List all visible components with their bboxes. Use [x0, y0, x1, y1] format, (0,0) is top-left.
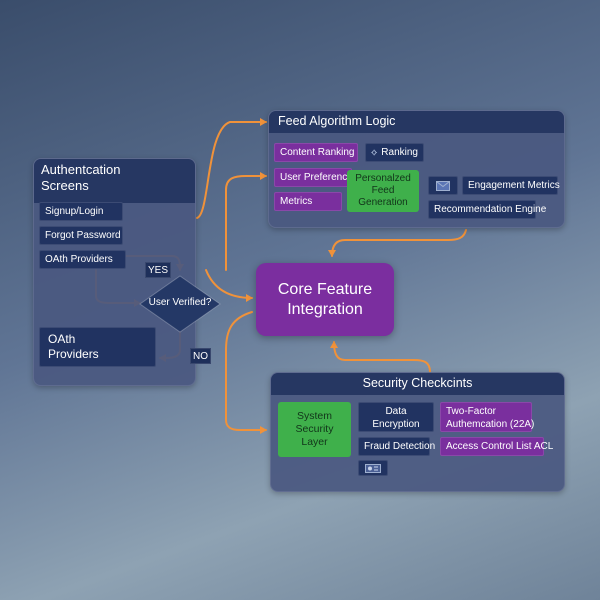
personalized-line2: Feed Generation: [358, 185, 408, 208]
core-feature-line1: Core Feature: [277, 280, 373, 298]
data-encryption-chip[interactable]: Data Encryption: [358, 402, 434, 432]
core-feature-line2: Integration: [287, 300, 363, 318]
arrow-to-core: [205, 269, 253, 302]
recommendation-engine-chip[interactable]: Recommendation Engine: [428, 200, 546, 219]
no-label: NO: [190, 348, 211, 364]
data-encryption-line2: Encryption: [372, 419, 420, 430]
personalized-feed-box[interactable]: Personalzed Feed Generation: [347, 170, 419, 212]
arrow-auth-to-feed: [196, 118, 267, 219]
system-security-layer-box[interactable]: System Security Layer: [278, 402, 351, 457]
two-factor-chip[interactable]: Two-Factor Authemcation (22A): [440, 402, 535, 432]
feed-panel-title: Feed Algorithm Logic: [278, 114, 396, 128]
fraud-detection-chip[interactable]: Fraud Detection: [358, 437, 435, 456]
security-panel-title: Security Checkcints: [362, 376, 473, 390]
ranking-label: Ranking: [381, 146, 418, 158]
envelope-icon: [436, 180, 450, 191]
engagement-metrics-chip[interactable]: Engagement Metrics: [462, 176, 560, 195]
metrics-chip[interactable]: Metrics: [274, 192, 342, 211]
oauth-providers-line2: Providers: [48, 347, 99, 361]
signup-login-item[interactable]: Signup/Login: [39, 202, 123, 221]
envelope-chip[interactable]: [428, 176, 458, 195]
two-factor-line2: Authemcation (22A): [446, 419, 535, 430]
system-line3: Layer: [301, 436, 328, 448]
forgot-password-item[interactable]: Forgot Password: [39, 226, 123, 245]
arrow-to-security: [225, 311, 267, 434]
auth-panel-title-line1: Authentcation: [41, 162, 121, 177]
system-line1: System: [296, 410, 332, 422]
oauth-providers-line1: OAth: [48, 332, 76, 346]
access-control-chip[interactable]: Access Control List ACL: [440, 437, 553, 456]
feed-panel-header: [269, 111, 564, 133]
personalized-line1: Personalzed: [355, 173, 411, 184]
data-encryption-line1: Data: [385, 406, 407, 417]
arrow-feed-to-core: [328, 229, 467, 257]
oauth-providers-box[interactable]: OAth Providers: [39, 327, 156, 367]
oauth-providers-item[interactable]: OAth Providers: [39, 250, 126, 269]
id-card-chip[interactable]: [358, 460, 388, 476]
system-line2: Security: [295, 423, 334, 435]
arrow-auth-to-feed-mid: [225, 172, 267, 271]
user-verified-label: User Verified?: [148, 297, 212, 308]
two-factor-line1: Two-Factor: [446, 406, 497, 417]
auth-panel-title-line2: Screens: [41, 178, 89, 193]
auth-panel-header: [34, 159, 195, 203]
decision-diamond: [139, 275, 221, 333]
content-ranking-chip[interactable]: Content Ranking: [274, 143, 358, 162]
gear-icon: [371, 149, 378, 156]
core-feature-box[interactable]: Core Feature Integration: [256, 263, 394, 336]
user-preferences-chip[interactable]: User Preferences: [274, 168, 358, 187]
ranking-chip[interactable]: Ranking: [365, 143, 424, 162]
arrow-security-to-core: [330, 341, 431, 373]
security-panel-header: [271, 373, 564, 395]
yes-label: YES: [145, 262, 171, 278]
id-card-icon: [365, 463, 381, 473]
